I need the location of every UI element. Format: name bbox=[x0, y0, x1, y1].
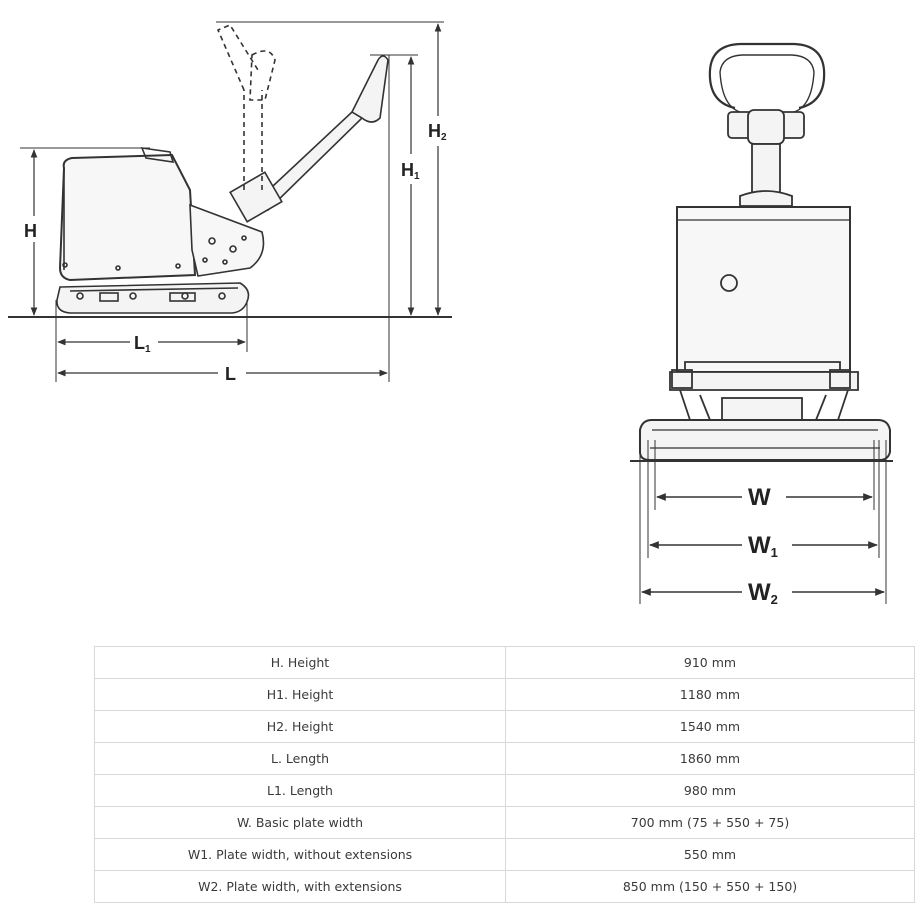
spec-value: 700 mm (75 + 550 + 75) bbox=[505, 806, 915, 839]
spec-label: L. Length bbox=[94, 742, 506, 775]
spec-value: 850 mm (150 + 550 + 150) bbox=[505, 870, 915, 903]
front-base-plate bbox=[639, 419, 891, 461]
label-H1: H1 bbox=[401, 160, 420, 182]
label-W: W bbox=[748, 484, 771, 511]
spec-value: 980 mm bbox=[505, 774, 915, 807]
front-body-bolt bbox=[720, 274, 738, 292]
spec-label: W2. Plate width, with extensions bbox=[94, 870, 506, 903]
label-W2: W2 bbox=[748, 579, 778, 607]
spec-label: W. Basic plate width bbox=[94, 806, 506, 839]
dimension-diagram: H H1 H2 L1 L bbox=[8, 21, 893, 607]
spec-label: L1. Length bbox=[94, 774, 506, 807]
table-row: W2. Plate width, with extensions 850 mm … bbox=[94, 870, 915, 903]
side-handle-upright bbox=[216, 24, 276, 190]
spec-value: 1180 mm bbox=[505, 678, 915, 711]
front-view bbox=[630, 42, 893, 604]
label-L: L bbox=[225, 364, 236, 384]
label-H2: H2 bbox=[428, 121, 447, 143]
specifications-table: H. Height 910 mm H1. Height 1180 mm H2. … bbox=[94, 646, 915, 903]
table-row: L1. Length 980 mm bbox=[94, 774, 915, 807]
side-view bbox=[8, 21, 452, 382]
spec-value: 1540 mm bbox=[505, 710, 915, 743]
table-row: W. Basic plate width 700 mm (75 + 550 + … bbox=[94, 806, 915, 839]
side-belt-guard bbox=[189, 203, 265, 277]
spec-label: W1. Plate width, without extensions bbox=[94, 838, 506, 871]
spec-value: 550 mm bbox=[505, 838, 915, 871]
label-W1: W1 bbox=[748, 532, 778, 560]
table-row: H2. Height 1540 mm bbox=[94, 710, 915, 743]
spec-label: H. Height bbox=[94, 646, 506, 679]
label-H: H bbox=[24, 221, 37, 241]
spec-label: H1. Height bbox=[94, 678, 506, 711]
front-handle-loop bbox=[708, 42, 826, 110]
spec-label: H2. Height bbox=[94, 710, 506, 743]
side-engine-housing bbox=[58, 153, 197, 282]
label-L1: L1 bbox=[134, 333, 151, 355]
table-row: L. Length 1860 mm bbox=[94, 742, 915, 775]
table-row: W1. Plate width, without extensions 550 … bbox=[94, 838, 915, 871]
spec-value: 910 mm bbox=[505, 646, 915, 679]
table-row: H. Height 910 mm bbox=[94, 646, 915, 679]
spec-value: 1860 mm bbox=[505, 742, 915, 775]
front-engine-body bbox=[676, 206, 851, 373]
table-row: H1. Height 1180 mm bbox=[94, 678, 915, 711]
